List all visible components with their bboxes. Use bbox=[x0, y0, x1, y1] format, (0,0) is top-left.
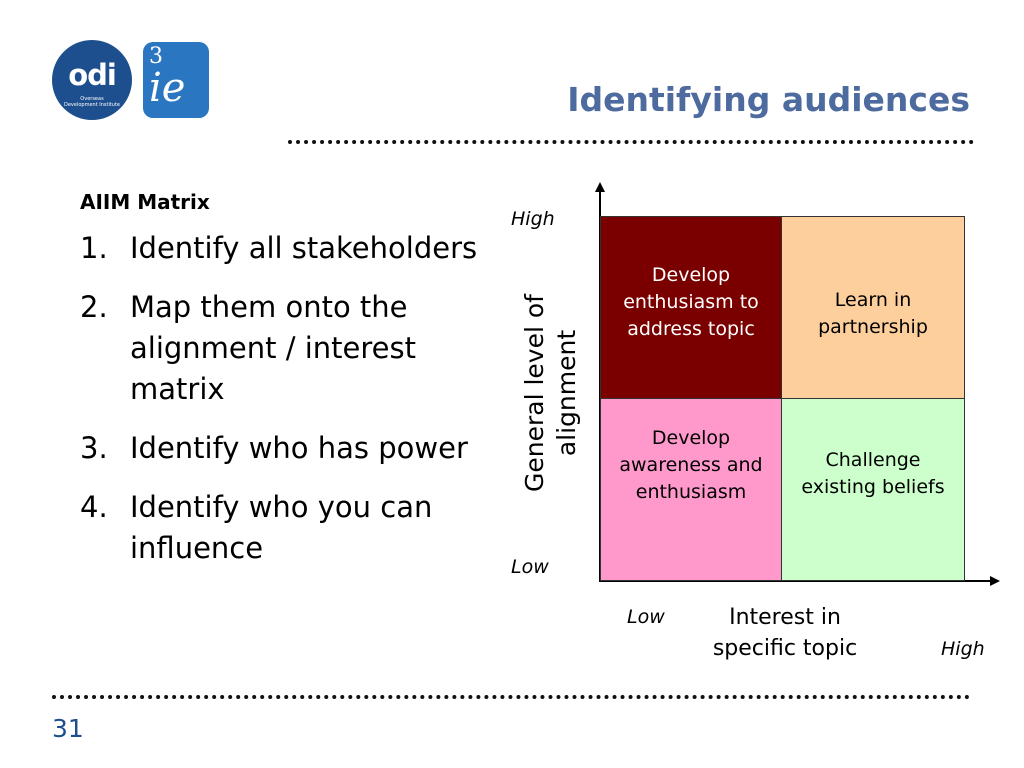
left-panel: AIIM Matrix 1. Identify all stakeholders … bbox=[80, 190, 480, 587]
quadrant-label: Challenge existing beliefs bbox=[801, 449, 945, 498]
3ie-logo-three: 3 bbox=[149, 44, 163, 69]
step-item: 1. Identify all stakeholders bbox=[80, 228, 480, 269]
footer-divider bbox=[52, 695, 970, 699]
step-text: Identify who you can influence bbox=[130, 490, 433, 565]
quadrant-bottom-left: Develop awareness and enthusiasm bbox=[600, 398, 782, 581]
slide-number: 31 bbox=[52, 714, 84, 743]
y-axis-title: General level of alignment bbox=[520, 294, 581, 492]
matrix-subtitle: AIIM Matrix bbox=[80, 190, 210, 214]
step-number: 2. bbox=[80, 290, 108, 324]
odi-logo-subtitle: Overseas Development Institute bbox=[64, 96, 121, 108]
quadrant-label: Learn in partnership bbox=[818, 289, 928, 338]
steps-list: 1. Identify all stakeholders 2. Map them o… bbox=[80, 228, 480, 569]
step-text: Map them onto the alignment / interest m… bbox=[130, 290, 416, 406]
step-item: 2. Map them onto the alignment / interest… bbox=[80, 287, 480, 410]
title-divider bbox=[288, 140, 974, 144]
step-number: 1. bbox=[80, 231, 108, 265]
step-text: Identify all stakeholders bbox=[130, 231, 478, 265]
step-item: 3. Identify who has power bbox=[80, 428, 480, 469]
quadrant-bottom-right: Challenge existing beliefs bbox=[781, 398, 965, 581]
quadrant-top-right: Learn in partnership bbox=[781, 216, 965, 399]
y-axis-low-label: Low bbox=[511, 556, 549, 578]
3ie-logo-mark: 3 ie bbox=[149, 44, 186, 111]
x-axis-arrowhead bbox=[990, 576, 1000, 586]
step-text: Identify who has power bbox=[130, 431, 468, 465]
quadrant-label: Develop awareness and enthusiasm bbox=[619, 427, 763, 503]
step-number: 4. bbox=[80, 490, 108, 524]
y-axis-arrowhead bbox=[595, 182, 605, 192]
x-axis-high-label: High bbox=[941, 638, 985, 660]
y-axis-high-label: High bbox=[511, 208, 555, 230]
3ie-logo: 3 ie bbox=[143, 42, 209, 118]
quadrant-top-left: Develop enthusiasm to address topic bbox=[600, 216, 782, 399]
quadrant-label: Develop enthusiasm to address topic bbox=[623, 264, 759, 340]
step-number: 3. bbox=[80, 431, 108, 465]
x-axis-low-label: Low bbox=[627, 606, 665, 628]
slide-title: Identifying audiences bbox=[567, 80, 970, 119]
step-item: 4. Identify who you can influence bbox=[80, 487, 480, 569]
x-axis-title: Interest in specific topic bbox=[712, 605, 858, 661]
odi-logo-mark: odi bbox=[68, 58, 117, 92]
odi-logo: odi Overseas Development Institute bbox=[52, 40, 132, 120]
3ie-logo-letters: ie bbox=[149, 65, 186, 111]
